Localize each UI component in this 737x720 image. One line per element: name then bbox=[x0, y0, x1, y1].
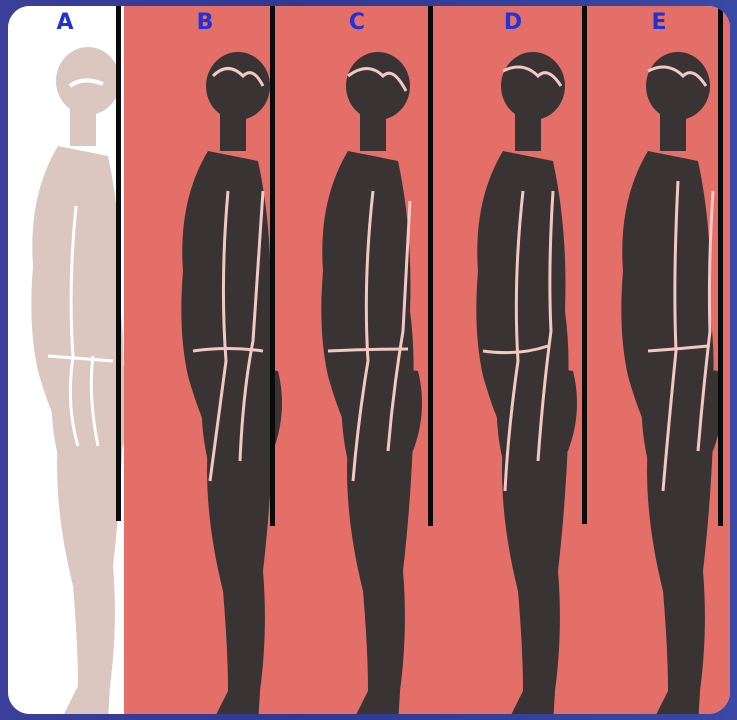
plumb-line-d bbox=[582, 6, 587, 524]
panel-label-e: E bbox=[644, 10, 674, 35]
panel-label-d: D bbox=[498, 10, 528, 35]
posture-diagram: A B C D E bbox=[8, 6, 730, 714]
panel-label-c: C bbox=[342, 10, 372, 35]
plumb-line-a bbox=[116, 6, 121, 521]
plumb-line-c bbox=[428, 6, 433, 526]
plumb-line-b bbox=[270, 6, 275, 526]
panel-label-b: B bbox=[190, 10, 220, 35]
plumb-line-e bbox=[718, 6, 723, 526]
panel-label-a: A bbox=[50, 10, 80, 35]
